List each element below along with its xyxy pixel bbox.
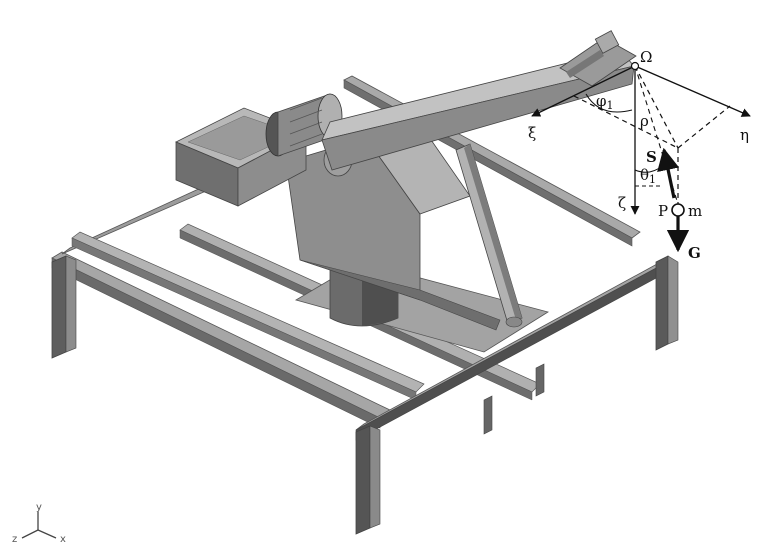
- mass-point: [671, 203, 685, 217]
- jib: [321, 30, 637, 171]
- leg-mid-2: [535, 363, 545, 397]
- leg-left-side: [65, 255, 77, 353]
- leg-right: [655, 255, 669, 351]
- luffing-cylinder: [455, 143, 523, 328]
- drum-line-1: [289, 97, 323, 111]
- leg-front-side: [369, 425, 381, 529]
- triad-z-label: z: [12, 534, 17, 545]
- leg-left: [51, 255, 67, 359]
- force-s-arrow: [657, 147, 680, 199]
- label-force-s: S: [646, 148, 657, 166]
- label-theta-base: θ: [640, 166, 649, 184]
- dashed-rho: [634, 65, 679, 149]
- triad-z-line: [21, 529, 39, 539]
- label-zeta: ζ: [618, 194, 626, 212]
- jib-head-cap: [594, 30, 620, 54]
- slewing-body: [175, 93, 501, 331]
- jib-head: [559, 37, 637, 87]
- label-rho: ρ: [640, 112, 649, 130]
- cylinder-foot: [505, 316, 523, 328]
- label-force-g: G: [688, 244, 701, 262]
- leg-mid-1: [483, 395, 493, 435]
- label-phi: φ1: [596, 92, 614, 112]
- label-eta: η: [740, 126, 749, 144]
- label-theta: θ1: [640, 166, 656, 186]
- axis-triad: [21, 512, 57, 539]
- drum-line-4: [289, 133, 323, 147]
- drum-line-2: [289, 109, 323, 123]
- label-point-p: P: [658, 202, 668, 220]
- label-omega: Ω: [640, 48, 652, 66]
- label-phi-base: φ: [596, 92, 607, 110]
- label-xi: ξ: [528, 124, 536, 142]
- label-theta-sub: 1: [649, 173, 656, 186]
- leg-front: [355, 425, 371, 535]
- jib-side: [321, 65, 635, 171]
- dashed-eta-proj: [677, 105, 731, 149]
- cylinder-shade: [464, 144, 522, 320]
- body-lower: [299, 259, 501, 331]
- jib-head-ribs: [566, 50, 604, 78]
- triad-y-label: y: [36, 502, 42, 513]
- triad-x-label: x: [60, 534, 66, 545]
- omega-point: [630, 61, 640, 71]
- phi-arc: [585, 93, 633, 113]
- xi-axis: [531, 65, 636, 117]
- dashed-xi-proj: [573, 95, 679, 149]
- label-mass-m: m: [688, 202, 702, 220]
- eta-axis: [634, 65, 751, 117]
- label-phi-sub: 1: [607, 99, 614, 112]
- drum-line-3: [289, 121, 323, 135]
- triad-x-line: [37, 529, 57, 539]
- annotation-lines: [531, 65, 751, 253]
- leg-right-side: [667, 255, 679, 345]
